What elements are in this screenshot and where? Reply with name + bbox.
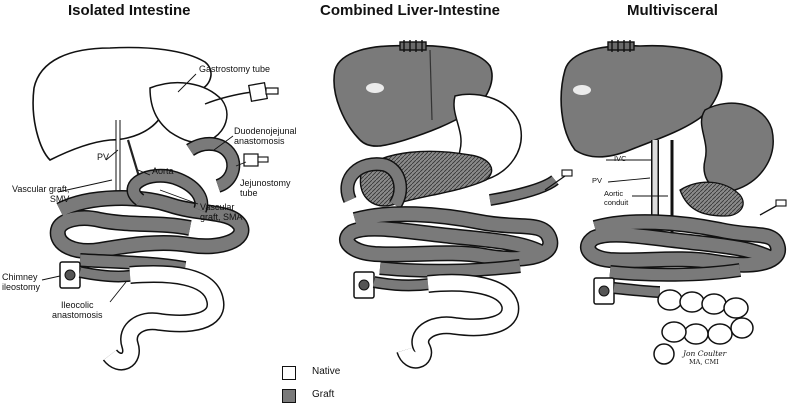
label-ivc: IVC [614,155,627,164]
label-vascular-graft-smv: Vascular graft, SMV [12,184,69,204]
label-gastrostomy-tube: Gastrostomy tube [199,64,270,74]
label-pv-multivisceral: PV [592,177,602,186]
label-chimney-ileostomy: Chimney ileostomy [2,272,40,292]
graft-liver-3 [561,46,722,157]
native-stomach [150,83,227,143]
label-pv: PV [97,152,109,162]
label-aortic-conduit: Aortic conduit [604,190,628,207]
legend-native-label: Native [312,366,340,377]
signature-name: Jon Coulter [683,350,726,358]
multivisceral-drawing [561,40,786,364]
label-duodenojejunal-anastomosis: Duodenojejunal anastomosis [234,126,297,146]
label-aorta: Aorta [152,166,174,176]
legend-graft-label: Graft [312,389,334,400]
graft-stomach [701,103,773,191]
illustrator-signature: Jon Coulter MA, CMI [683,350,726,366]
label-vascular-graft-sma: Vascular graft, SMA [200,202,243,222]
signature-credentials: MA, CMI [683,358,726,366]
label-jejunostomy-tube: Jejunostomy tube [240,178,291,198]
small-bowel-graft-3 [588,222,778,275]
label-ileocolic-anastomosis: Ileocolic anastomosis [52,300,103,320]
combined-liver-intestine-drawing [334,40,572,360]
legend-graft-swatch [282,389,296,403]
legend-native-swatch [282,366,296,380]
